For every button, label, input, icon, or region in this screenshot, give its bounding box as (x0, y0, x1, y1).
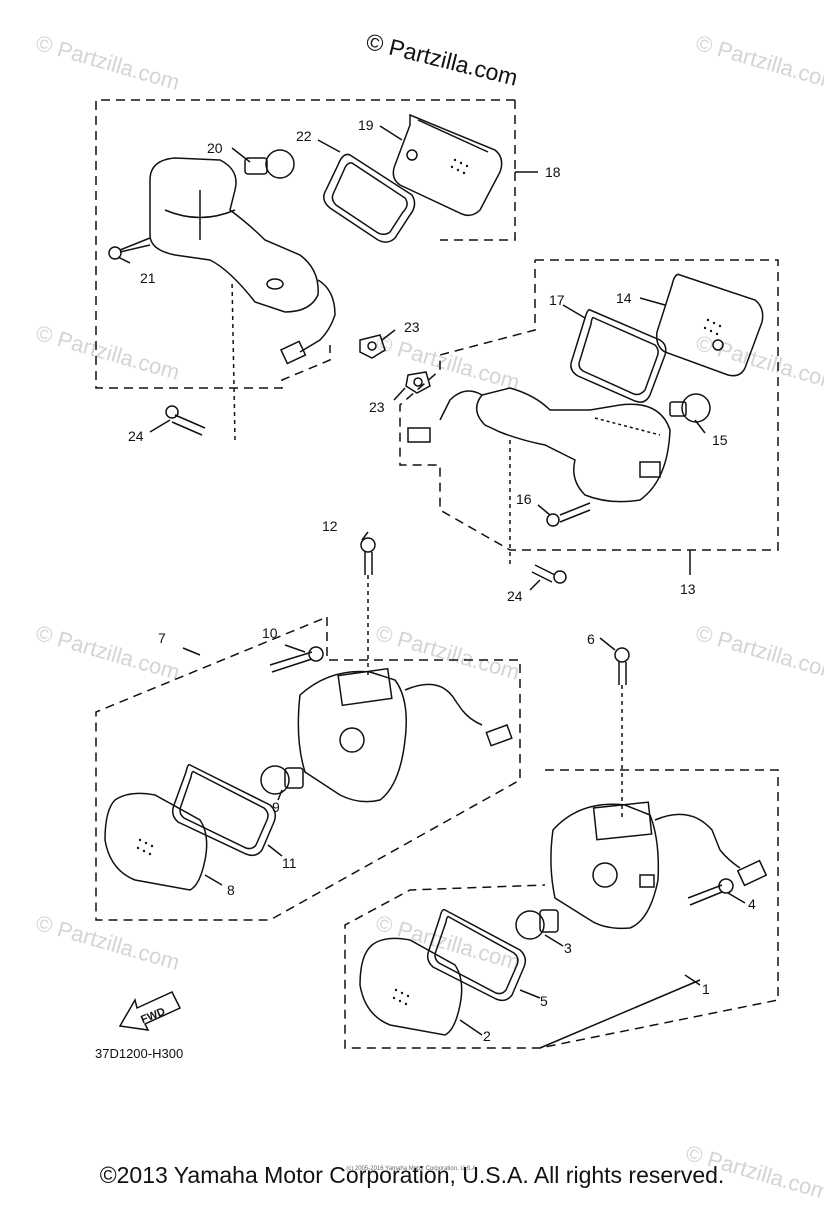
assembly-7-boundary (95, 616, 521, 921)
gasket (171, 763, 277, 857)
callout-18: 18 (545, 164, 561, 180)
lens (104, 792, 208, 891)
turn-signal-housing (476, 387, 671, 503)
assembly-13-boundary (399, 259, 779, 551)
gasket (323, 153, 416, 243)
callout-2: 2 (483, 1028, 491, 1044)
callout-4: 4 (748, 896, 756, 912)
callout-23: 23 (404, 319, 420, 335)
lens (359, 937, 463, 1036)
callout-24: 24 (507, 588, 523, 604)
assembly-1-boundary (344, 769, 779, 1049)
callout-12: 12 (322, 518, 338, 534)
callout-13: 13 (680, 581, 696, 597)
callout-9: 9 (272, 799, 280, 815)
lens (392, 113, 503, 217)
lens (655, 273, 764, 377)
turn-signal-housing (550, 803, 660, 930)
copyright-notice: ©2013 Yamaha Motor Corporation, U.S.A. A… (99, 1162, 725, 1188)
callout-20: 20 (207, 140, 223, 156)
bulb (265, 149, 295, 179)
fine-print: (c) 2005-2016 Yamaha Motor Corporation, … (346, 1166, 478, 1172)
callout-15: 15 (712, 432, 728, 448)
turn-signal-housing (149, 157, 319, 313)
callout-17: 17 (549, 292, 565, 308)
assembly-18-boundary (95, 99, 515, 389)
callout-22: 22 (296, 128, 312, 144)
callout-3: 3 (564, 940, 572, 956)
gasket (570, 308, 667, 403)
gasket (426, 908, 527, 1002)
callout-24: 24 (128, 428, 144, 444)
callout-10: 10 (262, 625, 278, 641)
callout-14: 14 (616, 290, 632, 306)
callout-7: 7 (158, 630, 166, 646)
bulb (515, 910, 545, 940)
callout-8: 8 (227, 882, 235, 898)
callout-1: 1 (702, 981, 710, 997)
callout-5: 5 (540, 993, 548, 1009)
callout-23: 23 (369, 399, 385, 415)
callout-16: 16 (516, 491, 532, 507)
callout-19: 19 (358, 117, 374, 133)
fwd-label: FWD (139, 1006, 167, 1027)
bulb (260, 765, 290, 795)
diagram-code: 37D1200-H300 (95, 1046, 184, 1061)
callout-6: 6 (587, 631, 595, 647)
fwd-arrow (118, 991, 182, 1031)
callout-11: 11 (282, 855, 297, 871)
callout-21: 21 (140, 270, 156, 286)
